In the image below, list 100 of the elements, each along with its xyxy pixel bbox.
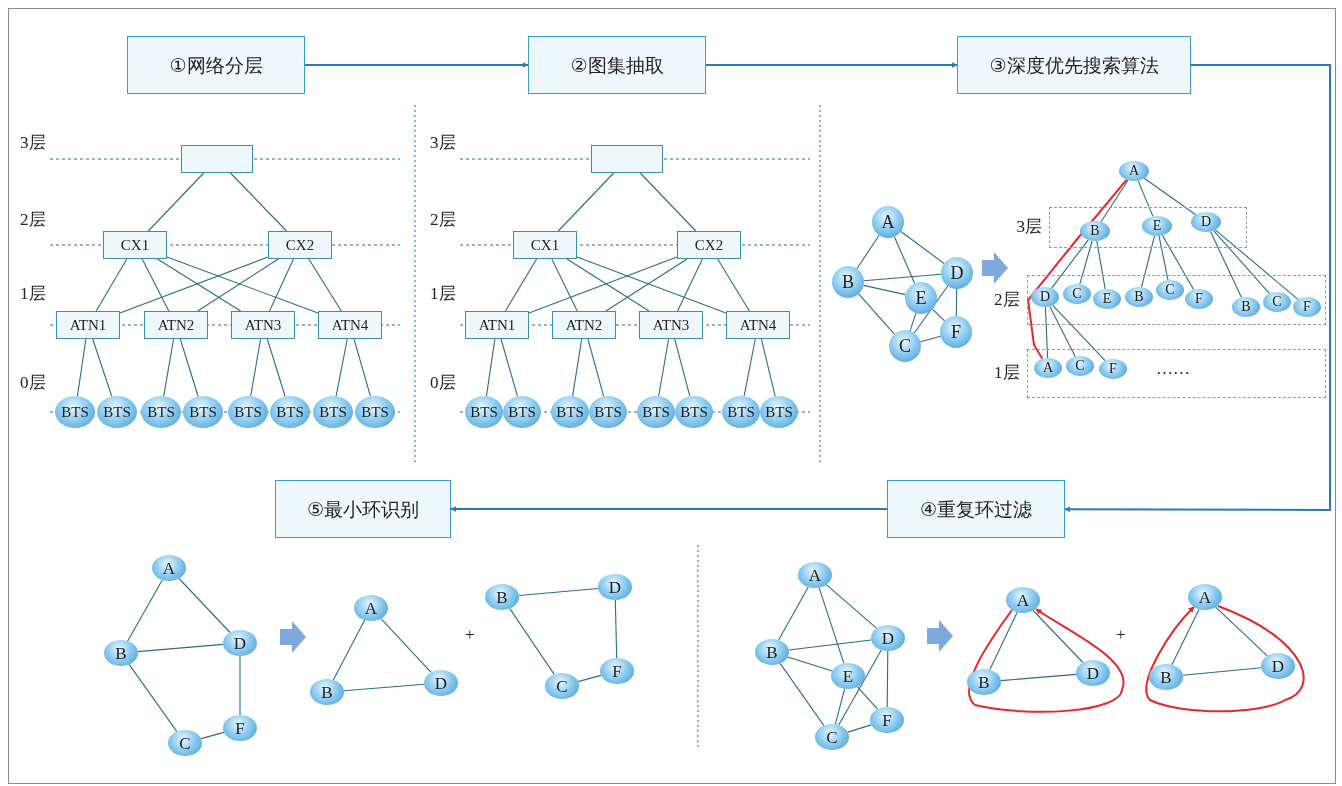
arrow [705,62,958,68]
block-arrow [982,252,1008,284]
graph-node: A [1006,587,1040,613]
arrow [1064,64,1331,513]
connector-line [178,577,231,634]
graph-node: D [424,670,458,696]
layer-label: 2层 [20,211,46,228]
graph-node: A [798,562,832,588]
connector-line [119,256,269,314]
station-node: BTS [722,396,760,428]
graph-node: B [104,640,138,666]
connector-line [863,273,942,282]
graph-node: C [545,673,579,699]
device-box: CX2 [677,231,741,259]
connector-line [1137,180,1154,217]
graph-node: A [872,206,904,238]
device-box [181,145,253,173]
graph-node: E [1093,289,1121,309]
connector-line [1044,306,1049,359]
graph-node: D [1076,660,1110,686]
graph-node: A [1034,358,1062,378]
graph-node: A [354,595,388,621]
device-box: ATN2 [552,311,616,339]
device-box: ATN4 [726,311,790,339]
connector-line [200,731,225,740]
arrow [304,62,529,68]
connector-line [788,639,872,651]
graph-node: C [815,724,849,750]
connector-line [717,258,750,312]
device-box: CX1 [513,231,577,259]
device-box: CX1 [103,231,167,259]
step-box: ②图集抽取 [528,36,706,94]
connector-line [858,293,895,335]
connector-line [528,256,678,314]
station-node: BTS [551,396,589,428]
graph-node: E [831,663,865,689]
graph-node: D [1261,653,1295,679]
layer-label: 1层 [994,362,1020,385]
connector-line [639,172,697,232]
block-arrow [927,620,953,652]
graph-node: D [598,574,632,600]
connector-line [1100,179,1129,223]
graph-node: B [755,639,789,665]
connector-line [335,338,348,397]
connector-line [147,172,205,232]
layer-label: 3层 [1016,216,1042,239]
connector-line [825,584,878,629]
graph-node: D [223,630,257,656]
station-node: BTS [355,396,395,428]
connector-line [847,724,872,733]
device-box: ATN4 [318,311,382,339]
graph-node: F [940,316,972,348]
connector-line [838,649,882,726]
graph-node: F [223,715,257,741]
connector-line [250,338,262,397]
device-box: ATN3 [231,311,295,339]
graph-node: B [310,679,344,705]
connector-line [587,338,605,397]
device-box: CX2 [268,231,332,259]
device-box [591,145,663,173]
device-box: ATN1 [56,311,120,339]
graph-node: F [600,658,634,684]
step-box: ④重复环过滤 [887,480,1065,538]
connector-line [893,236,916,284]
connector-line [1096,240,1106,290]
connector-line [856,686,879,710]
plus-sign: + [465,626,475,643]
graph-node: B [1149,664,1183,690]
connector-line [179,338,199,398]
connector-line [931,308,946,322]
graph-node: C [1156,280,1184,300]
arrow [968,608,1125,713]
connector-line [509,608,555,675]
connector-line [1209,230,1243,299]
connector-line [913,285,949,334]
layer-label: 2层 [994,289,1020,312]
graph-node: F [1293,297,1321,317]
step-box: ③深度优先搜索算法 [957,36,1191,94]
station-node: BTS [97,396,137,428]
plus-sign: + [1116,626,1126,643]
station-node: BTS [675,396,713,428]
graph-node: A [1188,584,1222,610]
graph-node: D [1031,287,1059,307]
graph-node: D [1191,212,1221,232]
graph-node: A [1119,161,1149,181]
connector-line [156,258,242,312]
graph-node: B [485,584,519,610]
device-box: ATN3 [639,311,703,339]
connector-line [1079,240,1093,285]
station-node: BTS [760,396,798,428]
layer-label: 1层 [430,285,456,302]
connector-line [1000,673,1077,682]
layer-label: 0层 [20,374,46,391]
connector-line [1051,239,1089,289]
device-box: ATN1 [465,311,529,339]
connector-line [485,338,496,397]
connector-line [614,599,618,659]
connector-line [909,312,917,332]
graph-node: D [871,625,905,651]
station-node: BTS [55,396,95,428]
